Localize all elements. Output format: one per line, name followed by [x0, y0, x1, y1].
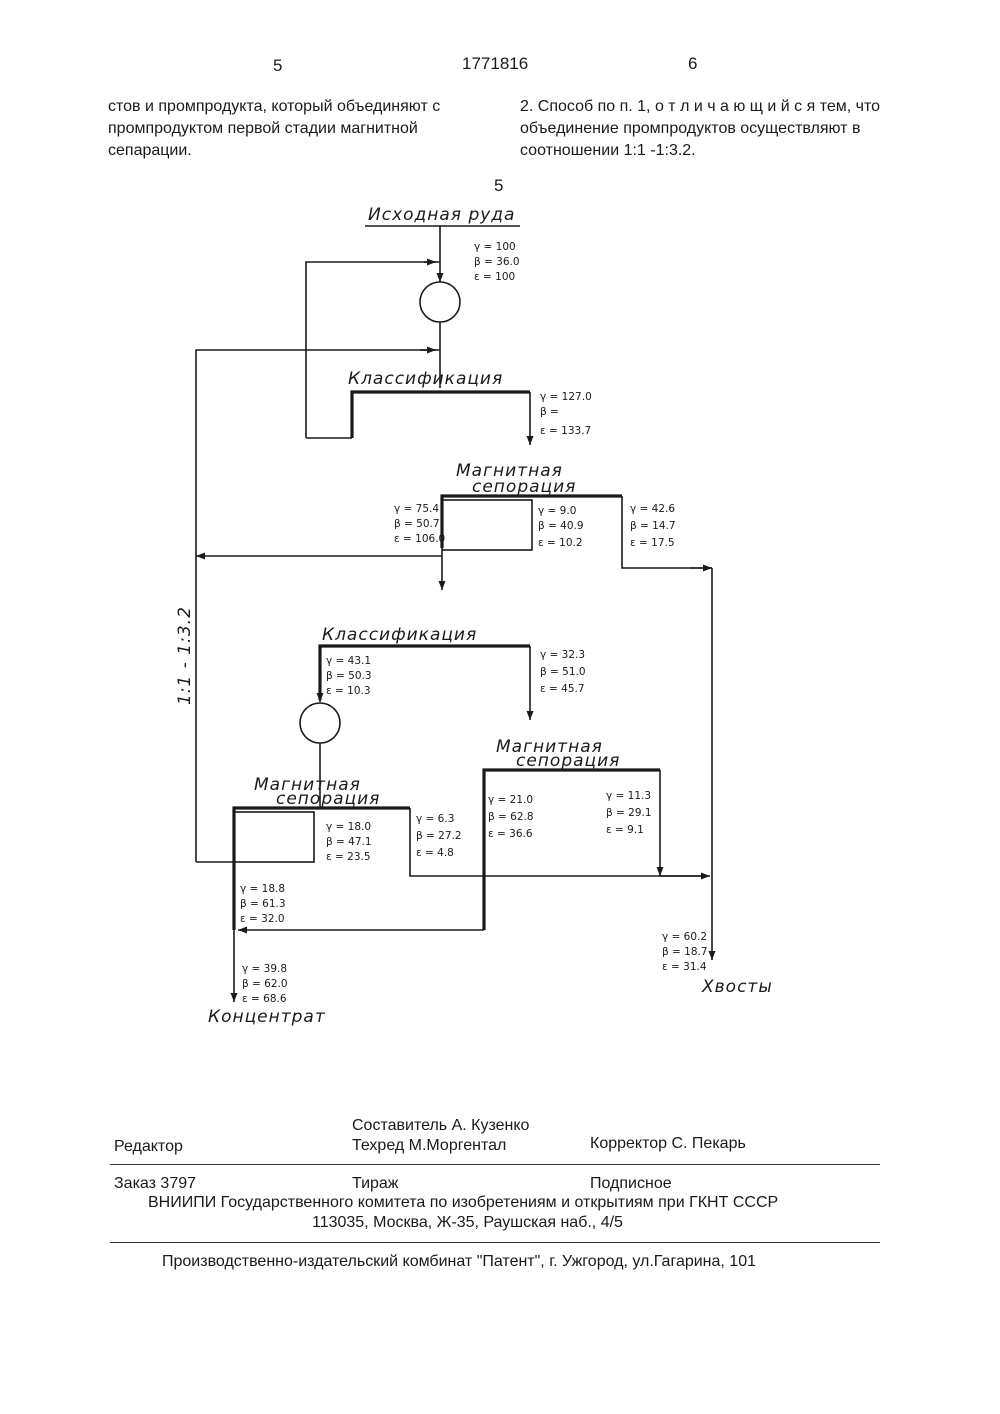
publisher-line: Производственно-издательский комбинат "П… [162, 1253, 756, 1271]
svg-text:γ = 32.3: γ = 32.3 [540, 649, 585, 661]
svg-text:β = 51.0: β = 51.0 [540, 666, 586, 678]
values-class1-out: γ = 127.0 β = ε = 133.7 [540, 391, 592, 437]
svg-text:γ = 18.8: γ = 18.8 [240, 883, 285, 895]
values-ms1-mid: γ = 9.0 β = 40.9 ε = 10.2 [538, 505, 584, 549]
mag-sep-2-box [234, 812, 314, 862]
svg-text:ε = 23.5: ε = 23.5 [326, 851, 371, 863]
footer-rule-2 [110, 1242, 880, 1243]
values-ms2-right: γ = 6.3 β = 27.2 ε = 4.8 [416, 813, 462, 859]
svg-text:ε = 45.7: ε = 45.7 [540, 683, 585, 695]
svg-text:ε = 133.7: ε = 133.7 [540, 425, 591, 437]
classification-2-label: Классификация [322, 625, 477, 645]
svg-text:ε = 17.5: ε = 17.5 [630, 537, 675, 549]
values-ms2-inner: γ = 18.0 β = 47.1 ε = 23.5 [326, 821, 372, 863]
mag-sep-2-bar [234, 808, 410, 930]
values-class2-left: γ = 43.1 β = 50.3 ε = 10.3 [326, 655, 372, 697]
svg-text:γ = 100: γ = 100 [474, 241, 516, 253]
svg-text:ε = 10.3: ε = 10.3 [326, 685, 371, 697]
svg-text:β = 40.9: β = 40.9 [538, 520, 584, 532]
ore-label: Исходная руда [368, 205, 515, 225]
svg-text:β = 18.7: β = 18.7 [662, 946, 708, 958]
svg-text:γ = 43.1: γ = 43.1 [326, 655, 371, 667]
compiler-line: Составитель А. Кузенко [352, 1117, 529, 1135]
svg-text:ε = 31.4: ε = 31.4 [662, 961, 707, 973]
svg-text:γ = 11.3: γ = 11.3 [606, 790, 651, 802]
svg-text:ε = 32.0: ε = 32.0 [240, 913, 285, 925]
svg-text:γ = 127.0: γ = 127.0 [540, 391, 592, 403]
mill-2-icon [300, 703, 340, 743]
values-tails: γ = 60.2 β = 18.7 ε = 31.4 [662, 931, 708, 973]
svg-text:γ = 39.8: γ = 39.8 [242, 963, 287, 975]
mag-sep-3-label-2: сепорация [516, 751, 620, 771]
techred-line: Техред М.Моргентал [352, 1137, 506, 1155]
values-ms1-left: γ = 75.4 β = 50.7 ε = 106.0 [394, 503, 445, 545]
svg-text:β = 50.7: β = 50.7 [394, 518, 440, 530]
svg-text:β = 62.0: β = 62.0 [242, 978, 288, 990]
ratio-label: 1:1 - 1:3.2 [175, 606, 195, 705]
mag-sep-2-label-2: сепорация [276, 789, 380, 809]
svg-text:ε = 4.8: ε = 4.8 [416, 847, 454, 859]
svg-text:γ = 21.0: γ = 21.0 [488, 794, 533, 806]
svg-text:β = 29.1: β = 29.1 [606, 807, 652, 819]
mill-1-icon [420, 282, 460, 322]
values-class2-right: γ = 32.3 β = 51.0 ε = 45.7 [540, 649, 586, 695]
values-ms2-conc: γ = 18.8 β = 61.3 ε = 32.0 [240, 883, 286, 925]
classification-1-bar [352, 392, 530, 438]
svg-text:β = 27.2: β = 27.2 [416, 830, 462, 842]
footer-rule-1 [110, 1164, 880, 1165]
order-line: Заказ 3797 [114, 1175, 196, 1193]
values-ms1-right: γ = 42.6 β = 14.7 ε = 17.5 [630, 503, 676, 549]
org-line: ВНИИПИ Государственного комитета по изоб… [148, 1194, 778, 1212]
svg-text:β = 36.0: β = 36.0 [474, 256, 520, 268]
svg-text:γ = 60.2: γ = 60.2 [662, 931, 707, 943]
classification-1-label: Классификация [348, 369, 503, 389]
values-ms3-right: γ = 11.3 β = 29.1 ε = 9.1 [606, 790, 652, 836]
circulation-line: Тираж [352, 1175, 399, 1193]
subscription-line: Подписное [590, 1175, 672, 1193]
tailings-label: Хвосты [701, 977, 773, 997]
mag-sep-1-box [442, 500, 532, 550]
svg-text:β = 62.8: β = 62.8 [488, 811, 534, 823]
svg-text:γ = 75.4: γ = 75.4 [394, 503, 439, 515]
values-ms3-left: γ = 21.0 β = 62.8 ε = 36.6 [488, 794, 534, 840]
svg-text:β = 50.3: β = 50.3 [326, 670, 372, 682]
svg-text:β =: β = [540, 406, 559, 418]
svg-text:ε = 9.1: ε = 9.1 [606, 824, 644, 836]
svg-text:ε = 106.0: ε = 106.0 [394, 533, 445, 545]
svg-text:β = 61.3: β = 61.3 [240, 898, 286, 910]
concentrate-label: Концентрат [208, 1007, 326, 1027]
svg-text:ε = 36.6: ε = 36.6 [488, 828, 533, 840]
svg-text:γ = 9.0: γ = 9.0 [538, 505, 576, 517]
svg-text:ε = 100: ε = 100 [474, 271, 515, 283]
corrector-line: Корректор С. Пекарь [590, 1135, 746, 1153]
svg-text:β = 47.1: β = 47.1 [326, 836, 372, 848]
svg-text:ε = 68.6: ε = 68.6 [242, 993, 287, 1005]
mag-sep-1-label-2: сепорация [472, 477, 576, 497]
svg-text:β = 14.7: β = 14.7 [630, 520, 676, 532]
address-line: 113035, Москва, Ж-35, Раушская наб., 4/5 [312, 1214, 623, 1232]
svg-text:γ = 18.0: γ = 18.0 [326, 821, 371, 833]
svg-text:γ = 6.3: γ = 6.3 [416, 813, 454, 825]
svg-text:ε = 10.2: ε = 10.2 [538, 537, 583, 549]
values-final-conc: γ = 39.8 β = 62.0 ε = 68.6 [242, 963, 288, 1005]
editor-line: Редактор [114, 1138, 183, 1156]
svg-text:γ = 42.6: γ = 42.6 [630, 503, 675, 515]
values-ore: γ = 100 β = 36.0 ε = 100 [474, 241, 520, 283]
